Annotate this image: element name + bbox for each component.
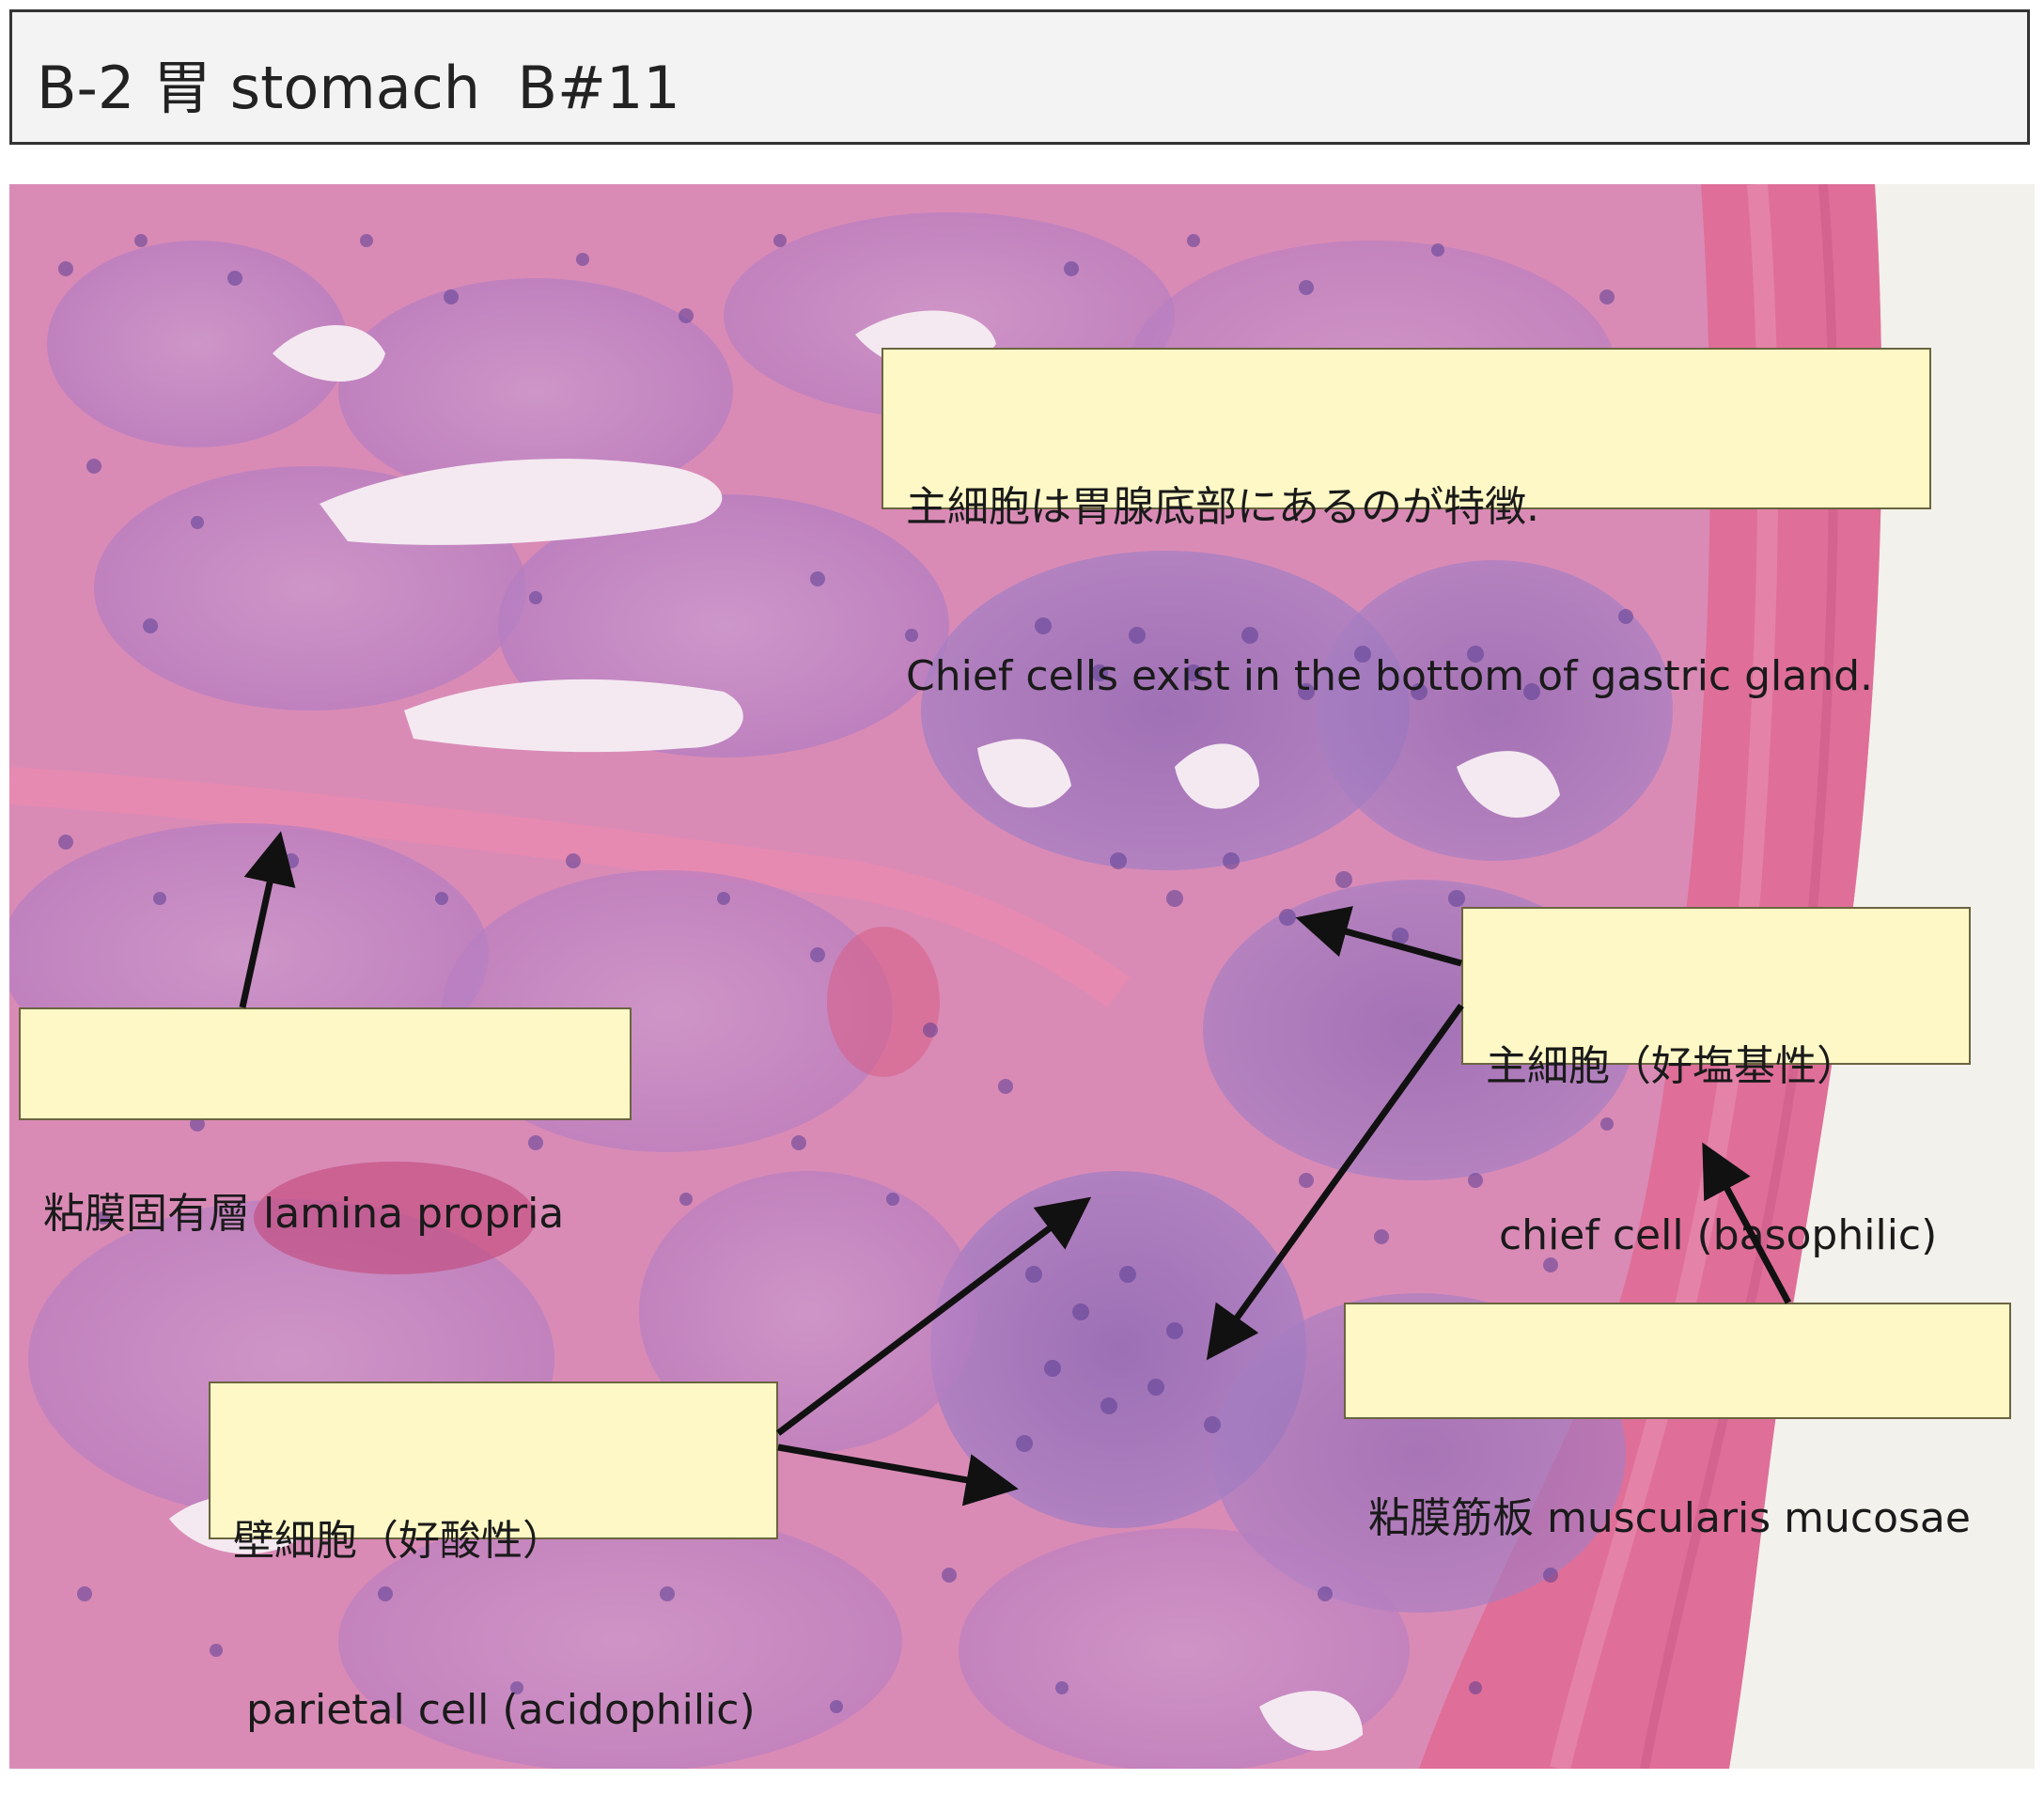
label-muscularis: 粘膜筋板 muscularis mucosae (1344, 1303, 2011, 1542)
label-chief-note: 主細胞は胃腺底部にあるのが特徴. Chief cells exist in th… (882, 348, 1931, 700)
label-chief-cell-en: chief cell (basophilic) (1486, 1211, 1938, 1259)
label-lamina-propria-text: 粘膜固有層 lamina propria (43, 1190, 565, 1238)
label-chief-cell-jp: 主細胞（好塩基性） (1486, 1042, 1858, 1090)
label-chief-note-jp: 主細胞は胃腺底部にあるのが特徴. (906, 483, 1539, 531)
title-box: B-2 胃 stomach B#11 (9, 9, 2030, 145)
label-chief-cell: 主細胞（好塩基性） chief cell (basophilic) (1461, 907, 1971, 1259)
label-lamina-propria: 粘膜固有層 lamina propria (19, 1007, 632, 1238)
page-title: B-2 胃 stomach B#11 (37, 54, 680, 122)
label-chief-note-en: Chief cells exist in the bottom of gastr… (906, 652, 1874, 700)
label-parietal-en: parietal cell (acidophilic) (233, 1686, 756, 1734)
lamina-propria-strand (9, 767, 1130, 1008)
label-muscularis-text: 粘膜筋板 muscularis mucosae (1368, 1494, 1971, 1542)
label-parietal: 壁細胞（好酸性） parietal cell (acidophilic) (209, 1381, 778, 1734)
label-parietal-jp: 壁細胞（好酸性） (233, 1517, 564, 1565)
